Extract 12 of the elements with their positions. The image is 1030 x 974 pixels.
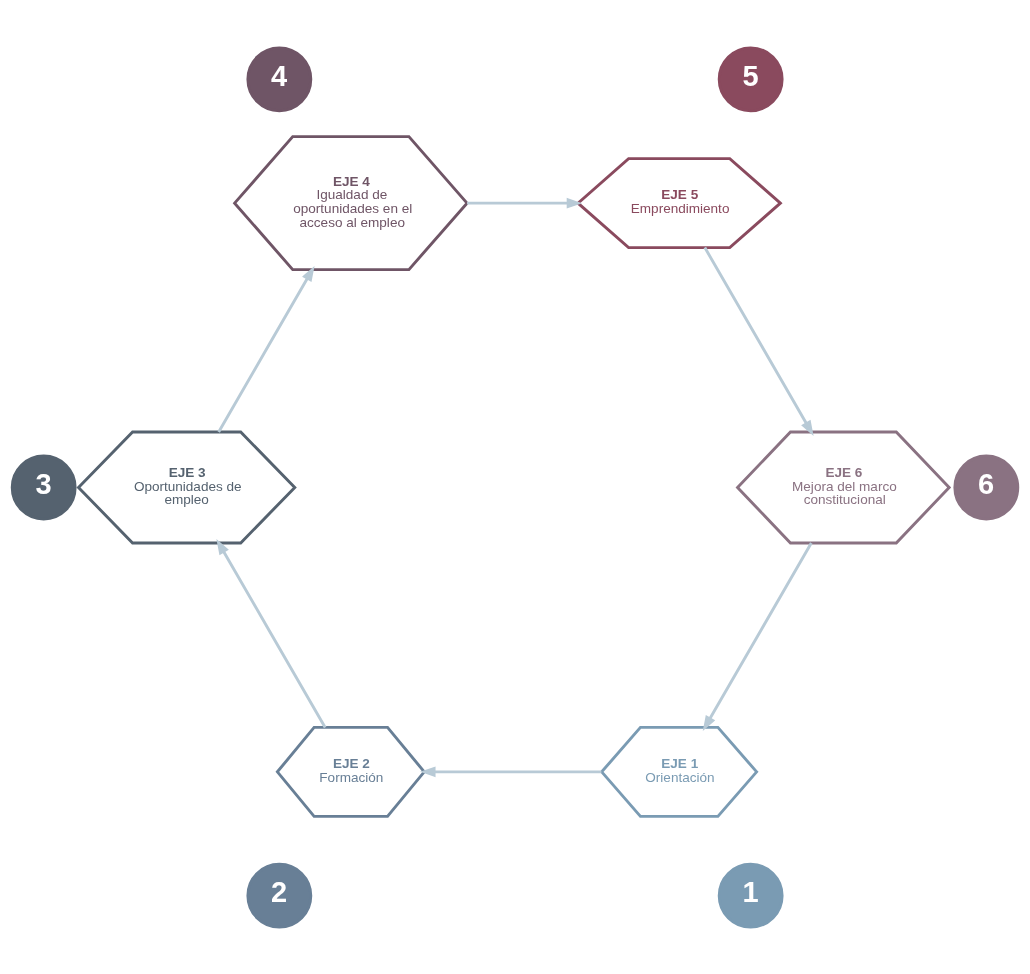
arrow [703,246,814,436]
node-circle: 1 [717,862,784,929]
arrow [702,541,813,731]
arrow [467,197,583,209]
arrow [420,765,602,777]
node-circle: 5 [717,45,784,112]
node-circle: 2 [246,862,313,929]
arrow [216,538,327,728]
node-circle: 4 [246,45,313,112]
node-circle: 6 [953,454,1020,520]
node-circle: 3 [10,454,77,520]
arrow [217,265,315,433]
